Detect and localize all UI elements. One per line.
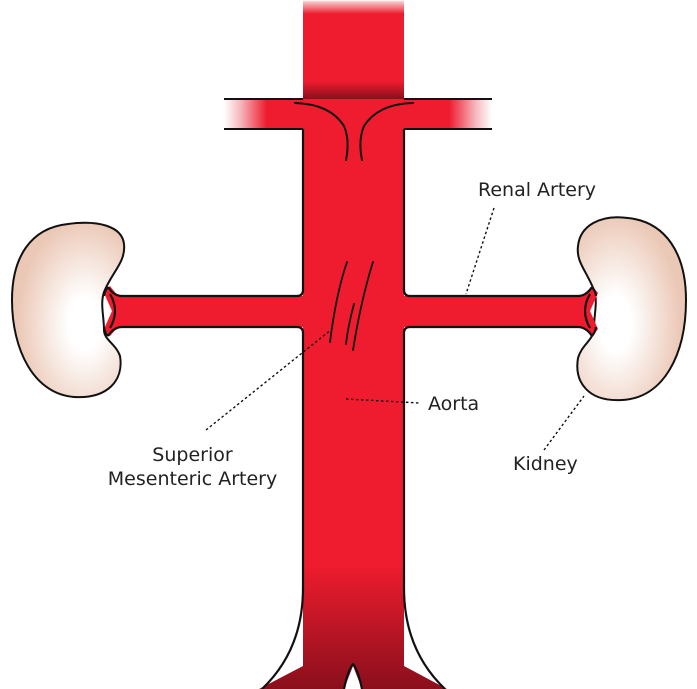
left-renal-artery	[118, 296, 304, 327]
superior-mesenteric-artery-label: Superior Mesenteric Artery	[100, 443, 285, 491]
sma-label-line-1: Superior	[100, 443, 285, 467]
left-kidney	[12, 223, 124, 397]
sma-label-line-2: Mesenteric Artery	[100, 467, 285, 491]
aorta-label: Aorta	[428, 392, 479, 416]
kidney-leader	[544, 396, 584, 450]
right-kidney	[577, 217, 686, 400]
renal-artery-leader	[466, 208, 494, 294]
right-renal-artery	[403, 296, 583, 327]
renal-artery-label: Renal Artery	[478, 178, 596, 202]
kidney-label: Kidney	[513, 452, 578, 476]
